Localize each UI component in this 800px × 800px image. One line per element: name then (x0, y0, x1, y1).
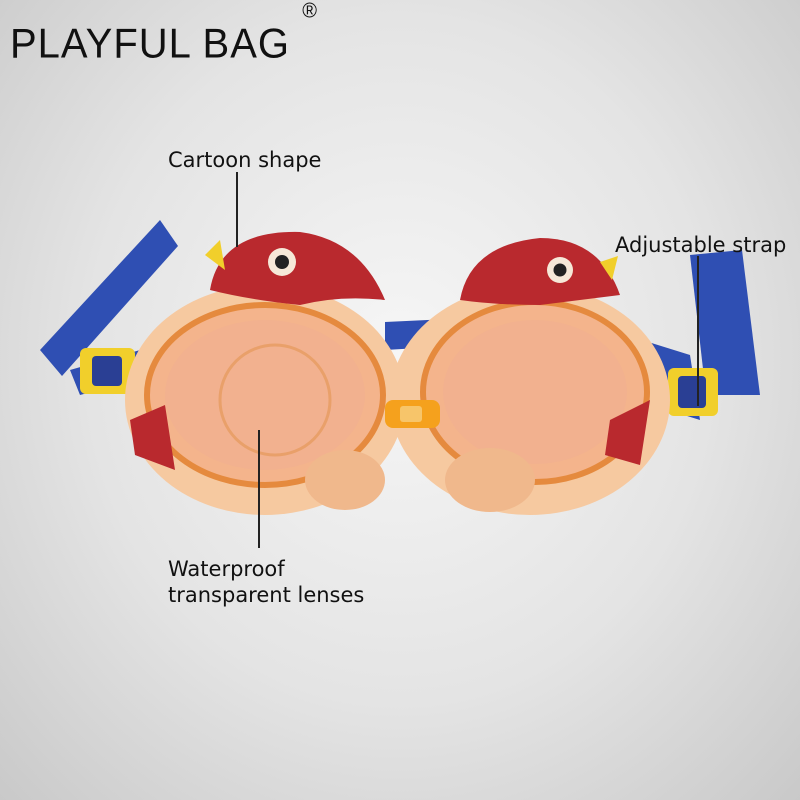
left-eyecup (125, 285, 405, 515)
right-eyecup (390, 285, 670, 515)
lenses-label-line2: transparent lenses (168, 583, 365, 607)
strap-pointer (697, 256, 699, 406)
lens-pointer (258, 430, 260, 548)
cartoon-shape-pointer (236, 172, 238, 247)
nose-bridge (385, 400, 440, 428)
brand-name: PLAYFUL BAG (10, 20, 290, 68)
brand-logo: PLAYFUL BAG ® (10, 0, 317, 68)
cartoon-shape-label: Cartoon shape (168, 148, 322, 172)
lenses-label-line1: Waterproof (168, 557, 285, 581)
left-dino-head (205, 231, 385, 305)
registered-mark: ® (302, 0, 318, 23)
adjustable-strap-label: Adjustable strap (615, 233, 787, 257)
right-dino-head (460, 238, 620, 305)
